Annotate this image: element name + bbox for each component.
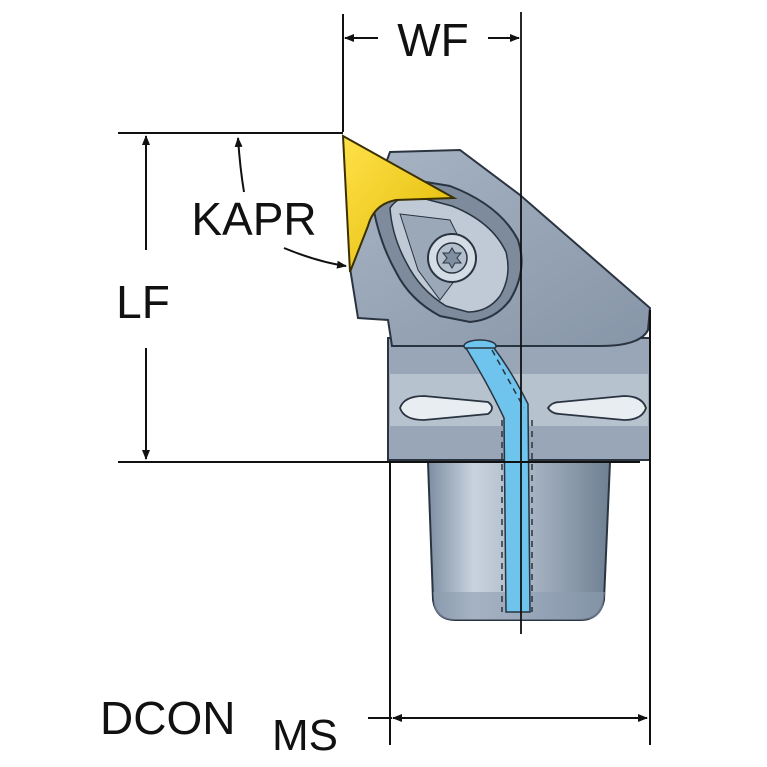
dcon-subscript: MS <box>272 711 338 760</box>
wf-label: WF <box>397 14 469 66</box>
torx-screw-icon <box>427 233 477 283</box>
dimension-lines <box>118 12 651 745</box>
dcon-label: DCON <box>100 692 235 744</box>
coolant-channel-icon <box>463 339 533 613</box>
lf-label: LF <box>116 276 170 328</box>
kapr-label: KAPR <box>191 193 316 245</box>
toolholder-body <box>341 134 652 621</box>
clamp-slot-icon <box>399 395 493 421</box>
insert-icon <box>341 134 458 273</box>
clamp-slot-right <box>546 395 647 421</box>
